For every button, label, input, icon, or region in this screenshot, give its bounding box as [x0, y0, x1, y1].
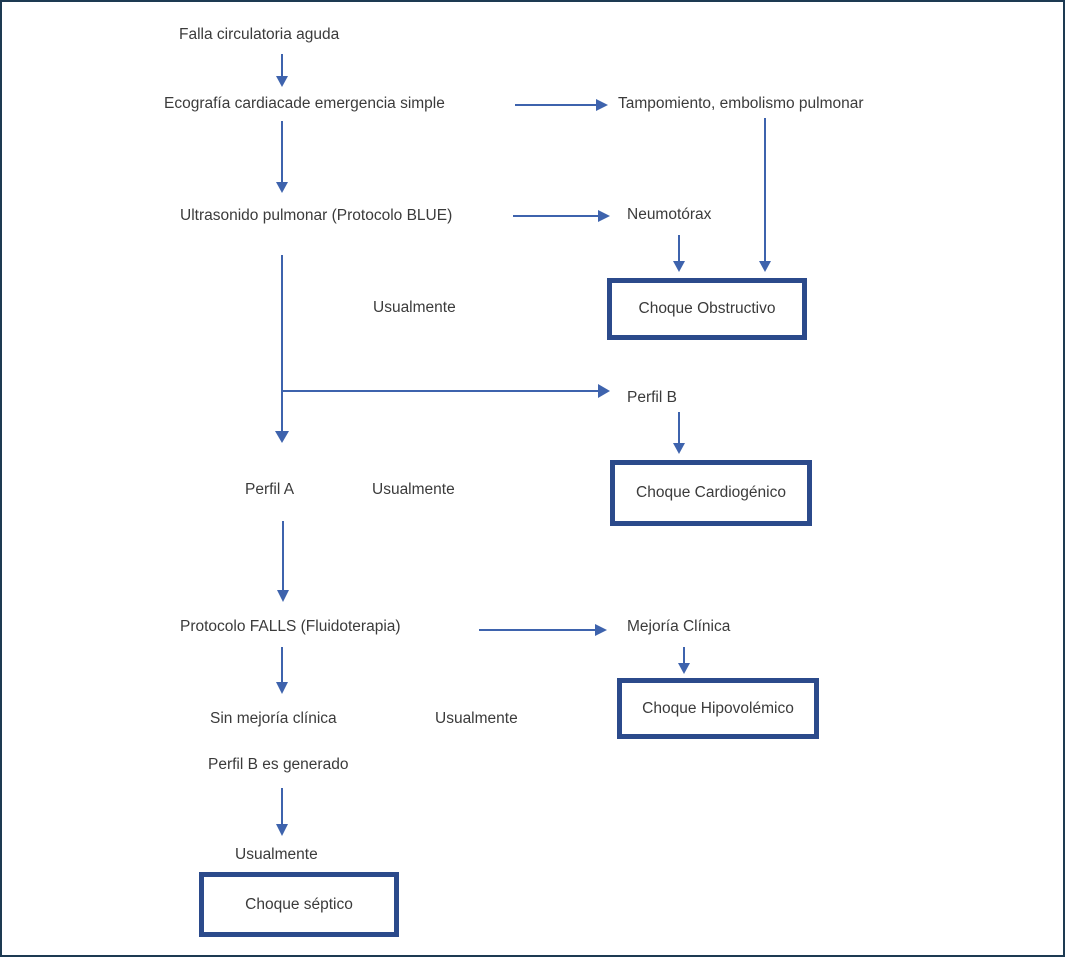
node-mejoria-clinica: Mejoría Clínica	[627, 618, 731, 635]
box-choque-obstructivo-label: Choque Obstructivo	[638, 300, 776, 317]
box-choque-obstructivo: Choque Obstructivo	[607, 278, 807, 340]
arrow-tampomiento-to-obstructivo	[759, 118, 771, 272]
label-usualmente-hipovolemico: Usualmente	[435, 710, 518, 727]
node-neumotorax: Neumotórax	[627, 206, 712, 223]
box-choque-hipovolemico: Choque Hipovolémico	[617, 678, 819, 739]
node-ecografia-cardiaca: Ecografía cardiacade emergencia simple	[164, 95, 445, 112]
arrow-ultrasonido-to-perfil-a	[275, 255, 289, 443]
node-protocolo-falls: Protocolo FALLS (Fluidoterapia)	[180, 618, 401, 635]
node-falla-circulatoria: Falla circulatoria aguda	[179, 26, 340, 43]
label-usualmente-cardiogenico: Usualmente	[372, 481, 455, 498]
label-usualmente-septico: Usualmente	[235, 846, 318, 863]
node-sin-mejoria-clinica: Sin mejoría clínica	[210, 710, 337, 727]
box-choque-septico: Choque séptico	[199, 872, 399, 937]
node-tampomiento-embolismo: Tampomiento, embolismo pulmonar	[618, 95, 864, 112]
arrow-perfil-b-to-cardiogenico	[673, 412, 685, 454]
arrow-protocolo-to-mejoria	[479, 624, 607, 636]
arrow-ecografia-to-tampomiento	[515, 99, 608, 111]
arrow-perfil-b-generado-to-septico	[276, 788, 288, 836]
label-usualmente-obstructivo: Usualmente	[373, 299, 456, 316]
box-choque-cardiogenico: Choque Cardiogénico	[610, 460, 812, 526]
box-choque-hipovolemico-label: Choque Hipovolémico	[642, 699, 794, 717]
box-choque-septico-label: Choque séptico	[245, 895, 353, 913]
arrow-neumotorax-to-obstructivo	[673, 235, 685, 272]
arrow-ultrasonido-to-neumotorax	[513, 210, 610, 222]
node-perfil-a: Perfil A	[245, 481, 295, 498]
arrow-perfil-a-to-protocolo	[277, 521, 289, 602]
arrow-protocolo-to-sin-mejoria	[276, 647, 288, 694]
node-perfil-b: Perfil B	[627, 389, 677, 406]
box-choque-cardiogenico-label: Choque Cardiogénico	[636, 484, 786, 501]
arrow-branch-to-perfil-b	[281, 384, 610, 398]
arrow-ecografia-to-ultrasonido	[276, 121, 288, 193]
arrow-falla-to-ecografia	[276, 54, 288, 87]
arrow-mejoria-to-hipovolemico	[678, 647, 690, 674]
node-ultrasonido-pulmonar: Ultrasonido pulmonar (Protocolo BLUE)	[180, 207, 453, 224]
node-perfil-b-es-generado: Perfil B es generado	[208, 756, 349, 773]
